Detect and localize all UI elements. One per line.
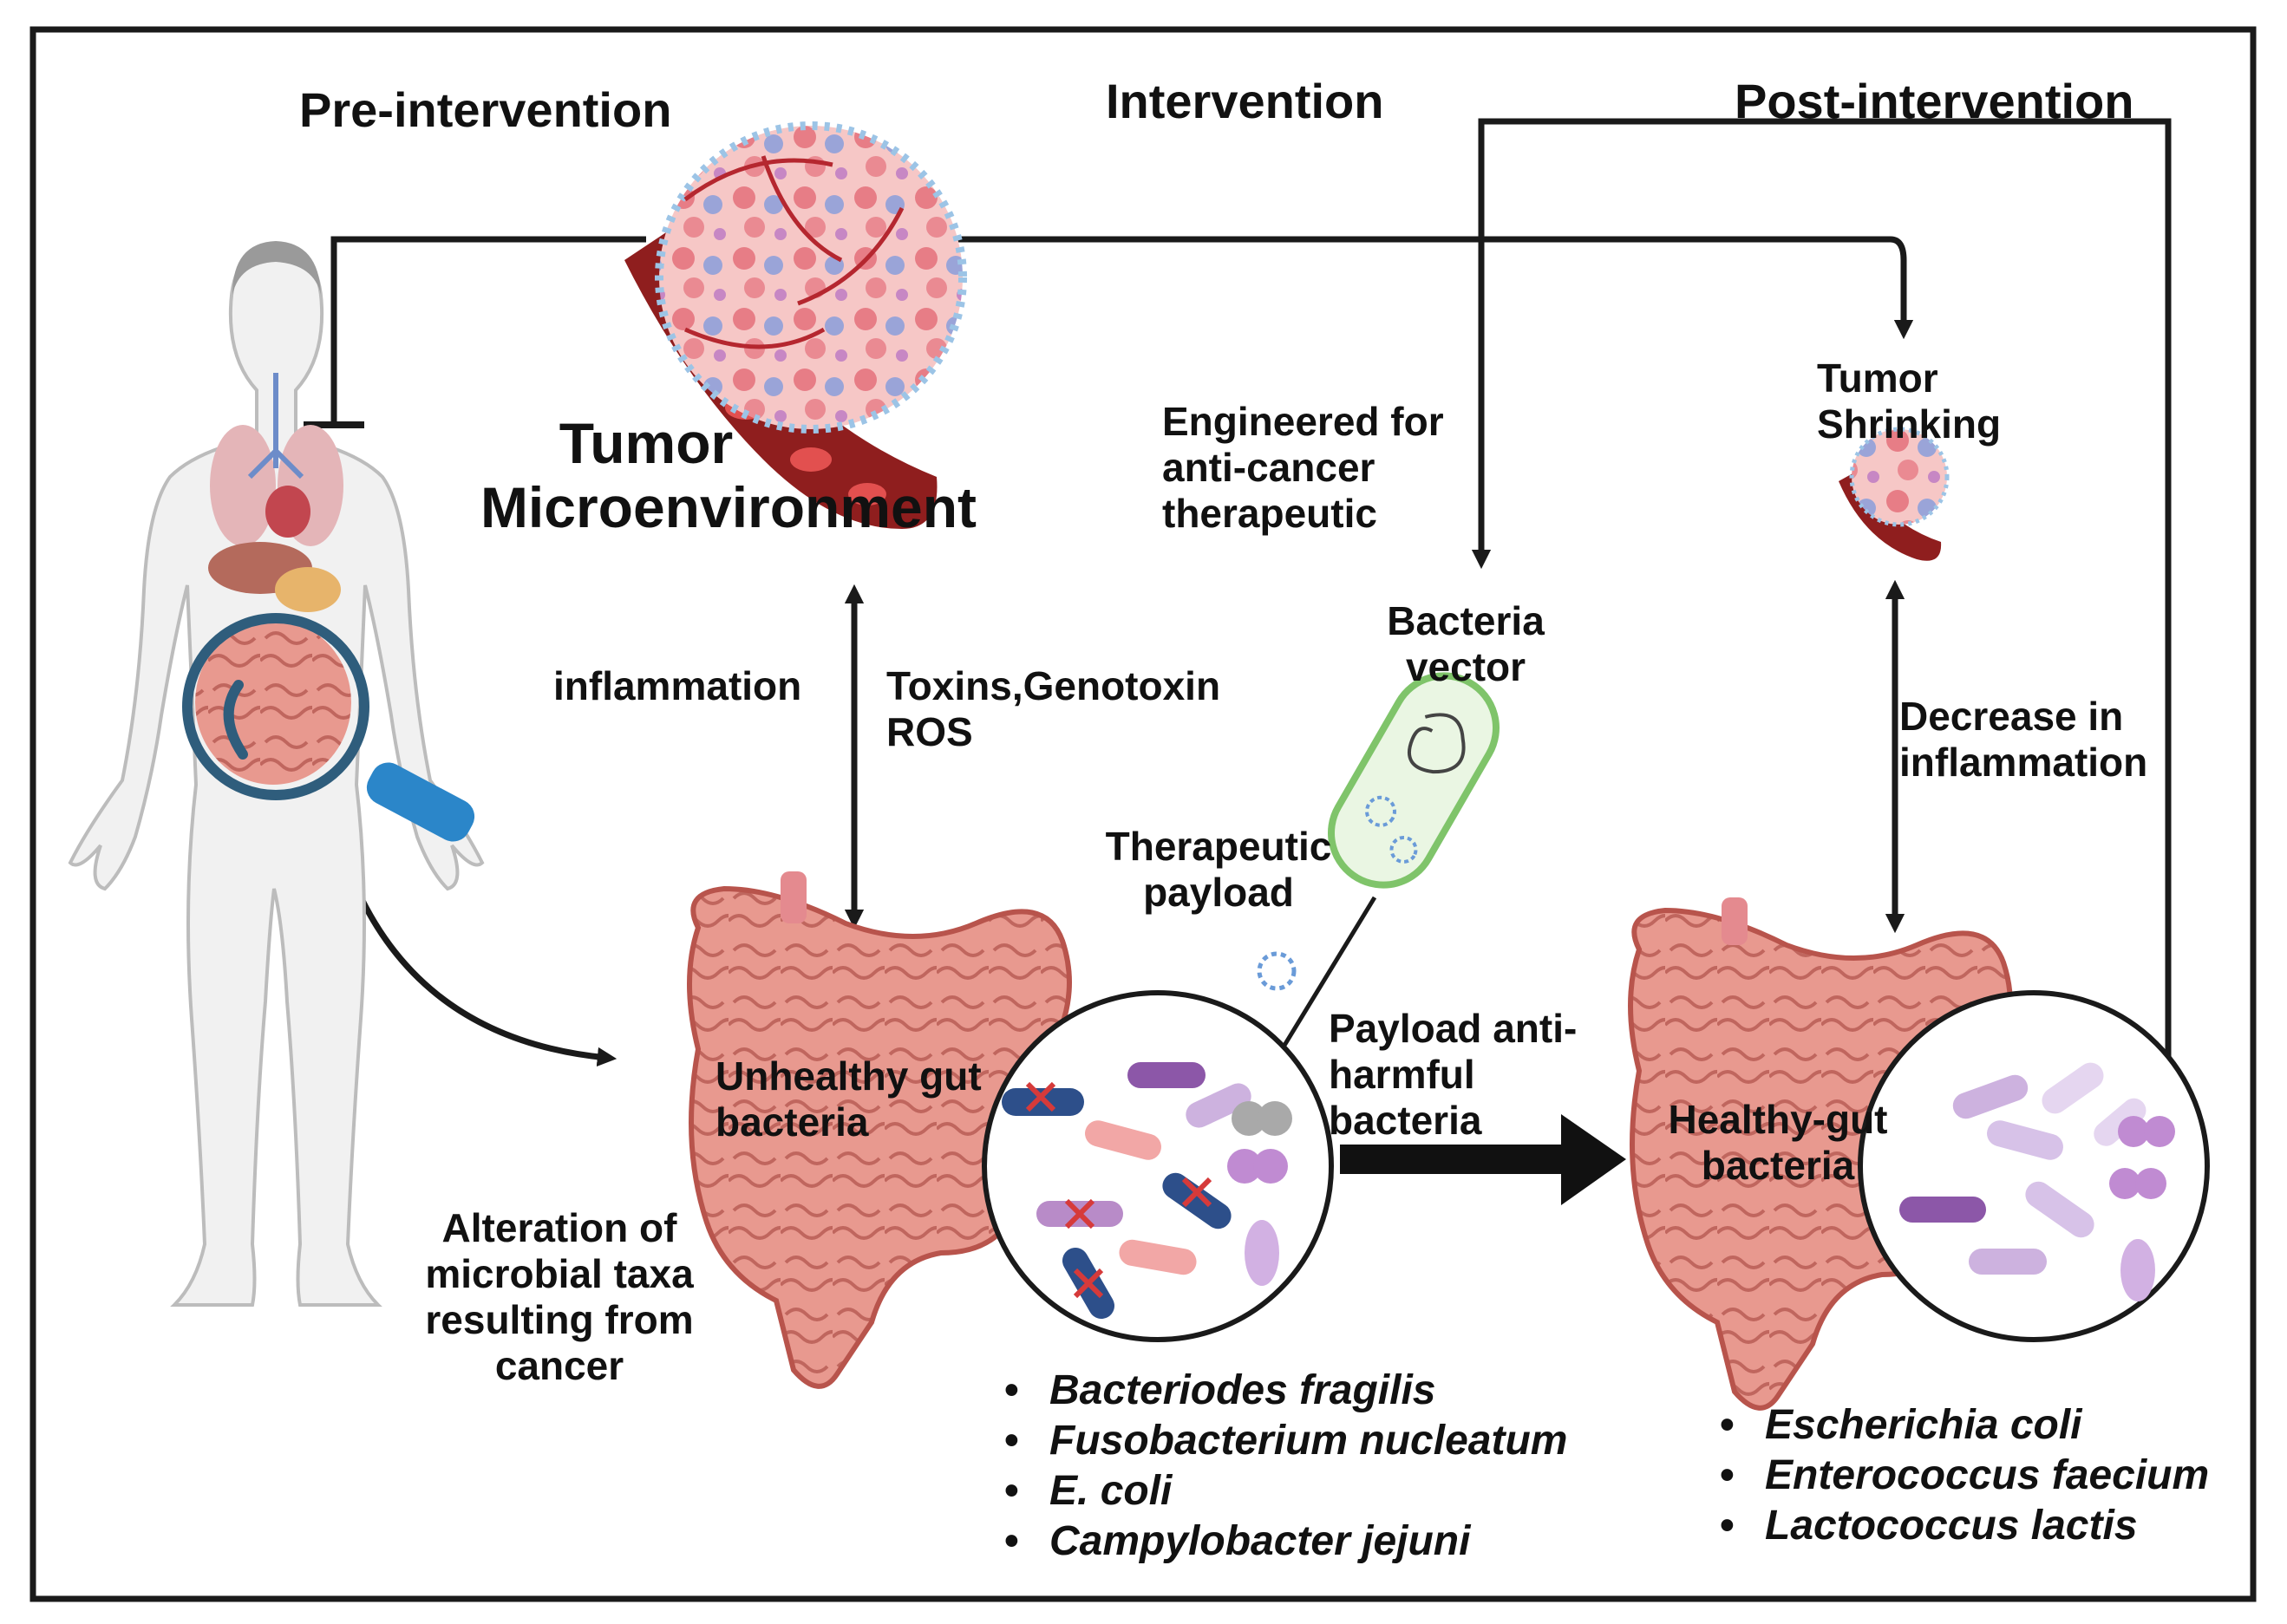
tme-line-1: Tumor [559, 411, 734, 475]
figure-border [29, 26, 2257, 1602]
arrow-tme-to-shrinking [941, 236, 1914, 340]
alteration-line-2: microbial taxa [425, 1250, 694, 1296]
alteration-label: Alteration of microbial taxa resulting f… [395, 1205, 724, 1389]
magnifier-handle [366, 762, 475, 842]
alteration-line-1: Alteration of [441, 1205, 677, 1250]
tme-line-2: Microenvironment [480, 474, 977, 539]
magnifier-ring [182, 613, 369, 800]
harmful-species-list: Bacteriodes fragilis Fusobacterium nucle… [997, 1366, 1567, 1567]
harmful-species-item: Bacteriodes fragilis [997, 1366, 1567, 1416]
stomach [275, 567, 341, 612]
decrease-line-2: inflammation [1899, 739, 2148, 785]
arrow-loop-to-vector [1471, 118, 2172, 1084]
arrow-unhealthy-to-healthy [1340, 1114, 1626, 1205]
engineered-line-3: therapeutic [1162, 490, 1377, 536]
payload-line-1: Therapeutic [1105, 824, 1332, 869]
payload-anti-harmful-label: Payload anti- harmful bacteria [1329, 1006, 1577, 1144]
healthy-line-2: bacteria [1701, 1142, 1855, 1188]
tme-label: Tumor Microenvironment [468, 411, 989, 540]
decrease-line-1: Decrease in [1899, 694, 2124, 739]
engineered-label: Engineered for anti-cancer therapeutic [1162, 399, 1444, 537]
unhealthy-gut-label: Unhealthy gut bacteria [716, 1053, 982, 1145]
tumor-shrinking-label: Tumor Shrinking [1817, 355, 2001, 447]
tumor-mass [655, 121, 967, 434]
engineered-line-1: Engineered for [1162, 399, 1444, 444]
therapeutic-payload-label: Therapeutic payload [1088, 824, 1349, 916]
healthy-line-1: Healthy-gut [1668, 1097, 1888, 1142]
healthy-bacteria-zoom [1858, 990, 2210, 1342]
connectors [304, 118, 2172, 1084]
unhealthy-line-2: bacteria [716, 1099, 869, 1145]
beneficial-species-item: Enterococcus faecium [1713, 1451, 2209, 1501]
vector-line-1: Bacteria [1387, 598, 1545, 643]
shrinking-line-1: Tumor [1817, 355, 1938, 401]
stage-intervention: Intervention [1106, 74, 1384, 128]
tumor-microenvironment [624, 121, 967, 529]
stage-post-intervention: Post-intervention [1735, 74, 2134, 128]
beneficial-species-list: Escherichia coli Enterococcus faecium La… [1713, 1400, 2209, 1551]
stage-pre-intervention: Pre-intervention [299, 82, 672, 137]
beneficial-species-item: Escherichia coli [1713, 1400, 2209, 1451]
beneficial-species-item: Lactococcus lactis [1713, 1501, 2209, 1551]
payload-line-2: payload [1143, 869, 1294, 915]
inhibition-line [330, 236, 646, 423]
healthy-gut-label: Healthy-gut bacteria [1648, 1097, 1908, 1189]
toxins-line-2: ROS [886, 708, 973, 754]
anti-harmful-line-3: bacteria [1329, 1097, 1482, 1143]
payload-particle [1257, 951, 1297, 991]
anti-harmful-line-1: Payload anti- [1329, 1006, 1578, 1051]
hair [232, 241, 321, 295]
tumor-shrinking-illustration [1839, 427, 1950, 561]
heart [265, 486, 310, 538]
bacteria-vector-label: Bacteria vector [1353, 598, 1578, 690]
decrease-inflammation-label: Decrease in inflammation [1899, 694, 2147, 786]
harmful-species-item: Campylobacter jejuni [997, 1516, 1567, 1567]
human-body [68, 241, 485, 1307]
inflammation-label: inflammation [553, 663, 802, 708]
engineered-line-2: anti-cancer [1162, 444, 1375, 490]
shrinking-line-2: Shrinking [1817, 401, 2002, 447]
toxins-label: Toxins,Genotoxin ROS [886, 663, 1220, 755]
unhealthy-bacteria-zoom [982, 990, 1334, 1342]
unhealthy-line-1: Unhealthy gut [716, 1053, 982, 1099]
vector-line-2: vector [1405, 643, 1526, 689]
harmful-species-item: E. coli [997, 1466, 1567, 1516]
toxins-line-1: Toxins,Genotoxin [886, 663, 1221, 708]
bacteria-vector-cell [1328, 672, 1500, 889]
anti-harmful-line-2: harmful [1329, 1051, 1475, 1097]
alteration-line-4: cancer [494, 1342, 624, 1388]
harmful-species-item: Fusobacterium nucleatum [997, 1416, 1567, 1466]
alteration-line-3: resulting from [425, 1296, 694, 1342]
left-lung [210, 425, 276, 546]
